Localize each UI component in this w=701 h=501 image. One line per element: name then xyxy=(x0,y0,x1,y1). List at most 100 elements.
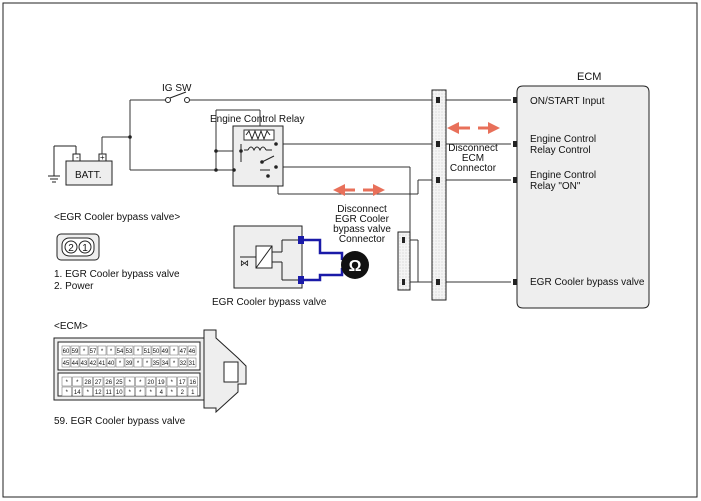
ohmmeter-probes xyxy=(304,238,344,282)
ecm-pin-cell xyxy=(61,345,71,356)
ecm-pin-cell xyxy=(106,345,116,356)
svg-text:Connector: Connector xyxy=(339,234,386,245)
svg-text:bypass valve: bypass valve xyxy=(333,224,391,235)
svg-text:EGR Cooler: EGR Cooler xyxy=(335,214,390,225)
ecm-pin-number: 26 xyxy=(105,380,112,386)
ecm-pin-cell xyxy=(97,357,107,368)
ecm-pin-number: 25 xyxy=(116,380,123,386)
ecm-connector-bar xyxy=(431,89,447,301)
ecm-pin-relay-control-1: Engine Control xyxy=(530,134,596,145)
ecm-pin-cell xyxy=(114,386,125,397)
ecm-module: ECM ON/START Input Engine Control Relay … xyxy=(513,71,650,309)
engine-control-relay: Engine Control Relay xyxy=(210,114,305,187)
ecm-pin-cell xyxy=(115,345,125,356)
ecm-pin-number: 50 xyxy=(153,349,160,355)
ecm-pin-on-start: ON/START Input xyxy=(530,96,605,107)
ohmmeter-icon: Ω xyxy=(341,251,369,279)
ecm-pin-cell xyxy=(93,386,104,397)
ig-switch: IG SW xyxy=(162,83,192,103)
ecm-pin-number: 40 xyxy=(108,361,115,367)
ecm-pin-number: 46 xyxy=(189,349,196,355)
ecm-pin-cell xyxy=(61,386,72,397)
ecm-pin-cell xyxy=(160,345,170,356)
ecm-pin-cell xyxy=(97,345,107,356)
ecm-pin-cell xyxy=(88,357,98,368)
ecm-pin-number: * xyxy=(87,390,90,396)
ecm-pin-number: * xyxy=(146,361,149,367)
ecm-pin-number: 1 xyxy=(191,390,195,396)
ecm-pin-number: 2 xyxy=(181,390,185,396)
ecm-pin-number: 49 xyxy=(162,349,169,355)
egr-valve-caption: EGR Cooler bypass valve xyxy=(212,297,327,308)
ecm-pin-number: * xyxy=(119,361,122,367)
battery: - + BATT. xyxy=(65,153,113,186)
svg-text:Ω: Ω xyxy=(349,258,362,275)
ecm-pin-cell xyxy=(82,386,93,397)
ecm-pin-number: 57 xyxy=(90,349,97,355)
ecm-pin-number: 20 xyxy=(147,380,154,386)
ecm-pin-number: 10 xyxy=(116,390,123,396)
egr-connector-heading: <EGR Cooler bypass valve> xyxy=(54,212,180,223)
circuit-wires xyxy=(101,99,511,283)
ecm-pin-number: * xyxy=(171,390,174,396)
ecm-connector-heading: <ECM> xyxy=(54,321,88,332)
svg-text:Disconnect: Disconnect xyxy=(337,204,387,215)
ecm-pin-cell xyxy=(61,376,72,387)
ecm-pin-cell xyxy=(103,386,114,397)
ecm-pin-number: * xyxy=(173,361,176,367)
ecm-pin-cell xyxy=(160,357,170,368)
svg-text:Disconnect: Disconnect xyxy=(448,143,498,154)
ecm-pin-cell xyxy=(177,376,188,387)
ecm-pin-number: * xyxy=(83,349,86,355)
ecm-pin-number: * xyxy=(173,349,176,355)
ecm-pin-cell xyxy=(135,386,146,397)
ecm-pin-number: 34 xyxy=(162,361,169,367)
ground-symbol xyxy=(48,145,77,183)
svg-text:⋈: ⋈ xyxy=(240,258,249,268)
ecm-pin-number: 31 xyxy=(189,361,196,367)
ecm-pin-relay-control-2: Relay Control xyxy=(530,145,591,156)
egr-pin-2: 2 xyxy=(68,243,74,254)
ecm-pin-cell xyxy=(156,386,167,397)
ecm-pin-number: * xyxy=(66,380,69,386)
ecm-pin-cell xyxy=(178,357,188,368)
egr-connector-face: <EGR Cooler bypass valve> 2 1 1. EGR Coo… xyxy=(54,212,180,292)
svg-text:Connector: Connector xyxy=(450,163,497,174)
ecm-pin-number: 44 xyxy=(72,361,79,367)
ecm-pin-cell xyxy=(177,386,188,397)
egr-legend-1: 1. EGR Cooler bypass valve xyxy=(54,269,180,280)
ecm-pin-number: 51 xyxy=(144,349,151,355)
disconnect-ecm-label: Disconnect ECM Connector xyxy=(448,143,498,174)
ecm-pin-cell xyxy=(135,376,146,387)
ecm-pin-number: * xyxy=(129,380,132,386)
ecm-pin-cell xyxy=(124,386,135,397)
svg-text:+: + xyxy=(100,153,105,162)
ecm-pin-cell xyxy=(187,376,198,387)
ecm-pin-cell xyxy=(79,357,89,368)
ecm-pin-cell xyxy=(133,345,143,356)
ecm-pin-cell xyxy=(169,345,179,356)
ecm-pin-number: 41 xyxy=(99,361,106,367)
ecm-pin-number: * xyxy=(66,390,69,396)
ecm-pin-cell xyxy=(178,345,188,356)
ecm-pin-number: * xyxy=(137,349,140,355)
disconnect-egr-label: Disconnect EGR Cooler bypass valve Conne… xyxy=(333,204,391,245)
ecm-pin-number: * xyxy=(139,380,142,386)
battery-label: BATT. xyxy=(75,170,101,181)
ecm-pin-cell xyxy=(166,376,177,387)
ecm-pin-number: 11 xyxy=(106,390,113,396)
ecm-title: ECM xyxy=(577,71,601,83)
ecm-pin-number: 32 xyxy=(180,361,187,367)
ecm-pin-cell xyxy=(156,376,167,387)
ecm-pin-number: 28 xyxy=(84,380,91,386)
ecm-pin-number: 43 xyxy=(81,361,88,367)
ecm-pin-number: 27 xyxy=(95,380,102,386)
ecm-pin-cell xyxy=(103,376,114,387)
ecm-pin-egr-valve: EGR Cooler bypass valve xyxy=(530,277,645,288)
ecm-pin-cell xyxy=(124,357,134,368)
disconnect-egr-arrow xyxy=(333,184,385,196)
